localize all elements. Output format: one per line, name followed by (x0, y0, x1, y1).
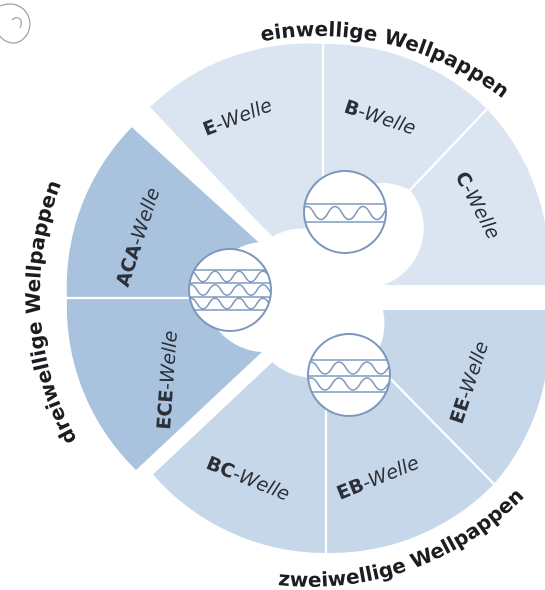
single-wall-wave-icon (303, 170, 387, 254)
segment-bc-welle (150, 360, 326, 554)
segment-ee-welle (372, 310, 545, 484)
segment-c-welle (383, 109, 545, 285)
segment-e-welle (150, 43, 323, 237)
triple-wall-wave-icon (188, 248, 272, 332)
double-wall-wave-icon (307, 333, 391, 417)
corner-scribble (0, 3, 31, 44)
segment-ece-welle (66, 298, 263, 470)
label-ece-welle: ECE-Welle (153, 330, 182, 430)
